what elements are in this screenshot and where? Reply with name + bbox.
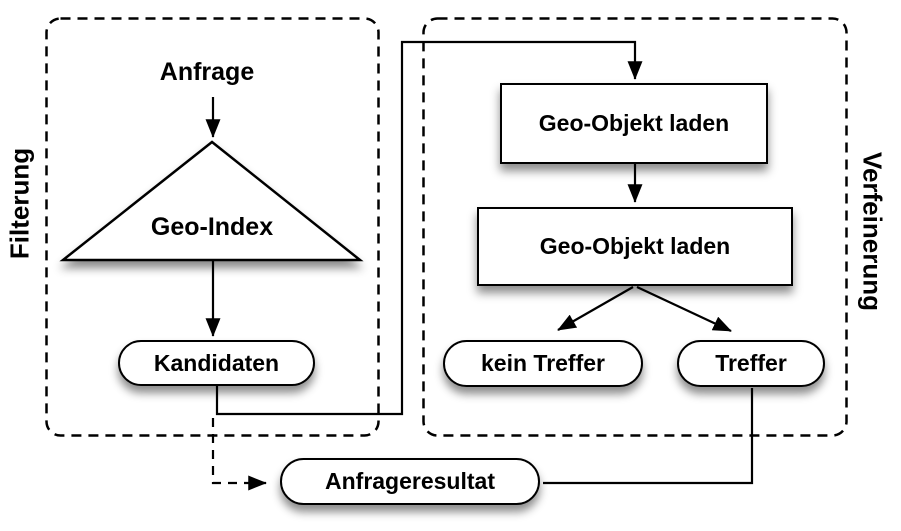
node-kandidaten: Kandidaten [118, 340, 315, 386]
node-geo-objekt-laden-2: Geo-Objekt laden [477, 207, 793, 286]
node-anfrageresultat-label: Anfrageresultat [325, 468, 495, 494]
filterung-panel-label: Filterung [4, 147, 35, 260]
line-treffer-to-anfrageresultat [543, 388, 754, 485]
dashed-arrow-kandidaten-to-anfrageresultat [211, 418, 267, 491]
node-geo-objekt-laden-1: Geo-Objekt laden [500, 83, 768, 164]
arrow-kandidaten-to-laden1 [215, 40, 643, 416]
node-geo-objekt-laden-2-label: Geo-Objekt laden [539, 233, 731, 259]
node-kein-treffer: kein Treffer [443, 340, 643, 387]
geo-index-triangle [59, 140, 364, 262]
node-anfrageresultat: Anfrageresultat [280, 458, 540, 505]
arrow-laden2-to-treffer [636, 286, 732, 332]
arrow-laden2-to-keintreffer [557, 286, 634, 331]
verfeinerung-panel-label: Verfeinerung [857, 152, 888, 311]
node-geo-objekt-laden-1-label: Geo-Objekt laden [538, 110, 730, 136]
node-treffer-label: Treffer [715, 350, 787, 376]
verfeinerung-panel-outline [422, 17, 848, 437]
node-treffer: Treffer [677, 340, 825, 387]
node-anfrage: Anfrage [159, 58, 255, 86]
geo-index-label: Geo-Index [150, 213, 274, 241]
node-kandidaten-label: Kandidaten [153, 349, 280, 376]
node-kein-treffer-label: kein Treffer [481, 350, 605, 376]
